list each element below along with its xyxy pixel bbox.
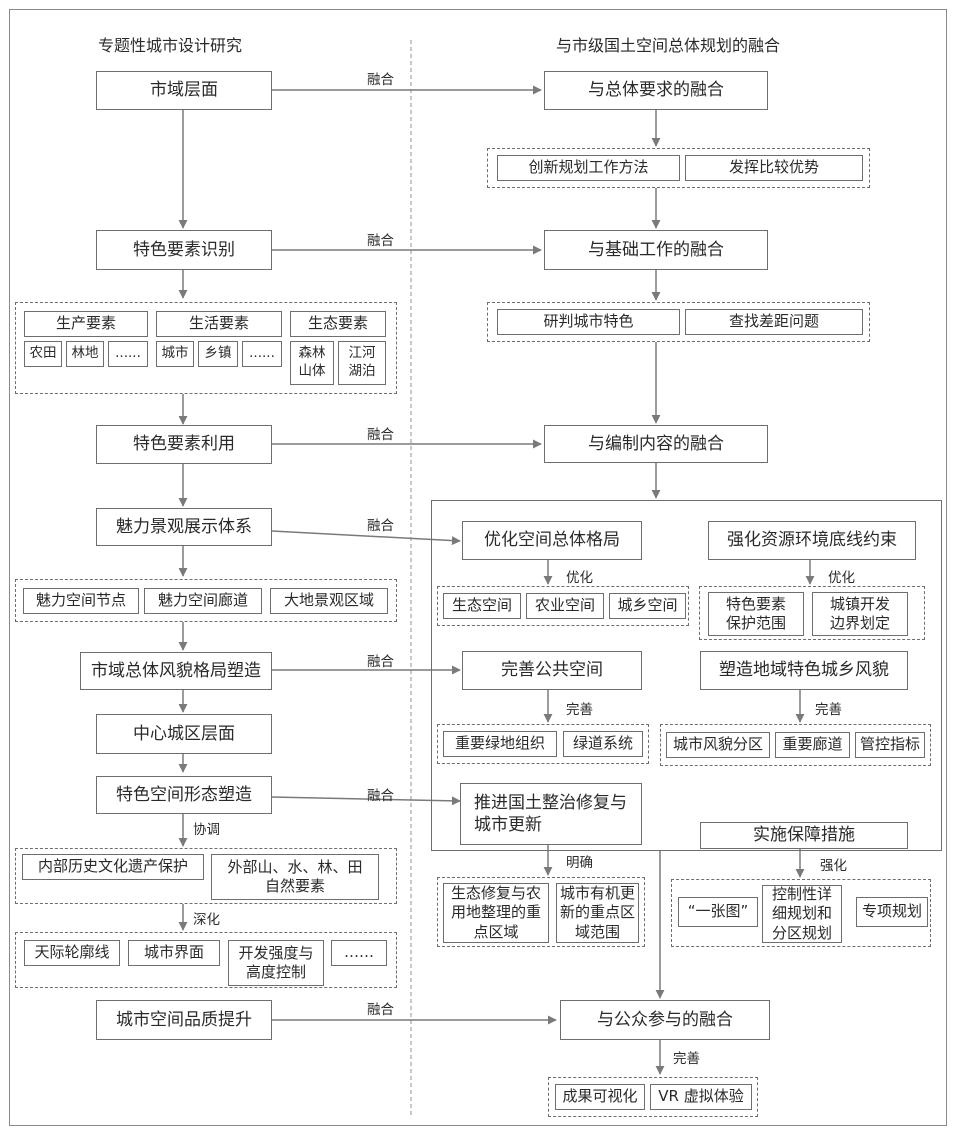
public-item: 成果可视化 bbox=[555, 1084, 645, 1110]
arrow-fuse-6 bbox=[271, 796, 461, 806]
ecology-item: 森林 山体 bbox=[290, 341, 334, 385]
resource-constraint-box: 强化资源环境底线约束 bbox=[708, 521, 916, 560]
fuse-label: 融合 bbox=[367, 654, 394, 670]
optimize-layout-items-group bbox=[437, 586, 689, 626]
left-column-header: 专题性城市设计研究 bbox=[98, 36, 243, 55]
coordinate-label: 协调 bbox=[193, 822, 220, 838]
safeguard-item: 专项规划 bbox=[856, 897, 928, 927]
deepen-item: …… bbox=[331, 940, 387, 966]
charm-item: 魅力空间节点 bbox=[23, 588, 139, 614]
fuse-label: 融合 bbox=[367, 518, 394, 534]
public-item: VR 虚拟体验 bbox=[650, 1084, 752, 1110]
deepen-items-group bbox=[15, 932, 397, 988]
overall-req-item: 创新规划工作方法 bbox=[497, 155, 680, 181]
optimize-layout-item: 农业空间 bbox=[526, 593, 604, 619]
fuse-label: 融合 bbox=[367, 427, 394, 443]
basic-work-box: 与基础工作的融合 bbox=[544, 230, 768, 270]
renewal-item: 生态修复与农 用地整理的重 点区域 bbox=[443, 883, 549, 943]
ecology-elements-title: 生态要素 bbox=[290, 311, 386, 337]
center-level-box: 中心城区层面 bbox=[96, 714, 272, 754]
deepen-item: 城市界面 bbox=[128, 940, 220, 966]
diagram-frame bbox=[9, 9, 947, 1126]
feature-elements-group bbox=[15, 302, 397, 394]
charm-items-group bbox=[15, 579, 397, 622]
optimize-layout-box: 优化空间总体格局 bbox=[462, 521, 642, 560]
optimize-layout-item: 生态空间 bbox=[443, 593, 521, 619]
feature-form-box: 特色空间形态塑造 bbox=[96, 776, 272, 814]
basic-work-item: 研判城市特色 bbox=[497, 309, 680, 335]
production-elements-title: 生产要素 bbox=[24, 311, 148, 337]
safeguard-item: 控制性详 细规划和 分区规划 bbox=[762, 885, 842, 943]
optimize-label: 优化 bbox=[828, 570, 855, 586]
basic-work-item: 查找差距问题 bbox=[685, 309, 863, 335]
deepen-label: 深化 bbox=[193, 912, 220, 928]
overall-req-box: 与总体要求的融合 bbox=[544, 71, 768, 110]
resource-item: 特色要素 保护范围 bbox=[708, 592, 804, 636]
charm-system-box: 魅力景观展示体系 bbox=[96, 508, 272, 546]
regional-style-item: 重要廊道 bbox=[775, 732, 850, 758]
production-item: 农田 bbox=[24, 341, 62, 367]
safeguard-items-group bbox=[671, 879, 931, 947]
optimize-label: 优化 bbox=[566, 570, 593, 586]
content-container bbox=[431, 500, 942, 851]
regional-style-items-group bbox=[660, 724, 931, 766]
charm-item: 大地景观区域 bbox=[270, 588, 388, 614]
living-item: 乡镇 bbox=[198, 341, 238, 367]
fuse-label: 融合 bbox=[367, 788, 394, 804]
right-column-header: 与市级国土空间总体规划的融合 bbox=[556, 36, 781, 55]
quality-box: 城市空间品质提升 bbox=[96, 1000, 272, 1040]
living-item: ...... bbox=[242, 341, 282, 367]
public-participation-box: 与公众参与的融合 bbox=[560, 1000, 770, 1040]
coordinate-item: 内部历史文化遗产保护 bbox=[22, 854, 204, 880]
clarify-label: 明确 bbox=[566, 855, 593, 871]
regional-style-item: 管控指标 bbox=[855, 732, 925, 758]
content-box: 与编制内容的融合 bbox=[544, 425, 768, 463]
improve-label: 完善 bbox=[566, 702, 593, 718]
safeguard-item: “一张图” bbox=[678, 897, 758, 927]
deepen-item: 开发强度与 高度控制 bbox=[228, 940, 324, 986]
production-item: ...... bbox=[108, 341, 148, 367]
deepen-item: 天际轮廓线 bbox=[24, 940, 120, 966]
regional-style-box: 塑造地域特色城乡风貌 bbox=[700, 651, 908, 690]
fuse-label: 融合 bbox=[367, 233, 394, 249]
safeguard-box: 实施保障措施 bbox=[700, 822, 908, 849]
optimize-layout-item: 城乡空间 bbox=[609, 593, 686, 619]
overall-req-items-group bbox=[487, 148, 870, 188]
basic-work-items-group bbox=[487, 302, 870, 342]
public-space-item: 绿道系统 bbox=[563, 731, 643, 757]
city-level-box: 市域层面 bbox=[96, 71, 272, 110]
public-items-group bbox=[548, 1077, 758, 1117]
overall-req-item: 发挥比较优势 bbox=[685, 155, 863, 181]
ecology-item: 江河 湖泊 bbox=[338, 341, 386, 385]
public-space-items-group bbox=[437, 724, 649, 764]
resource-items-group bbox=[699, 586, 925, 640]
feature-use-box: 特色要素利用 bbox=[96, 425, 272, 464]
resource-item: 城镇开发 边界划定 bbox=[812, 592, 908, 636]
strengthen-label: 强化 bbox=[820, 858, 847, 874]
fuse-label: 融合 bbox=[367, 1002, 394, 1018]
improve-label: 完善 bbox=[673, 1051, 700, 1067]
fuse-label: 融合 bbox=[367, 72, 394, 88]
charm-item: 魅力空间廊道 bbox=[144, 588, 262, 614]
renewal-item: 城市有机更 新的重点区 域范围 bbox=[556, 883, 639, 943]
production-item: 林地 bbox=[66, 341, 104, 367]
arrow-fuse-4 bbox=[271, 530, 461, 546]
regional-style-item: 城市风貌分区 bbox=[666, 732, 770, 758]
living-item: 城市 bbox=[156, 341, 194, 367]
overall-style-box: 市域总体风貌格局塑造 bbox=[80, 652, 272, 690]
renewal-box: 推进国土整治修复与 城市更新 bbox=[460, 783, 642, 845]
living-elements-title: 生活要素 bbox=[156, 311, 282, 337]
improve-label: 完善 bbox=[815, 702, 842, 718]
coordinate-items-group bbox=[15, 848, 397, 904]
feature-identify-box: 特色要素识别 bbox=[96, 230, 272, 270]
public-space-item: 重要绿地组织 bbox=[443, 731, 557, 757]
renewal-items-group bbox=[437, 877, 645, 947]
public-space-box: 完善公共空间 bbox=[462, 651, 642, 690]
coordinate-item: 外部山、水、林、田 自然要素 bbox=[211, 854, 379, 900]
